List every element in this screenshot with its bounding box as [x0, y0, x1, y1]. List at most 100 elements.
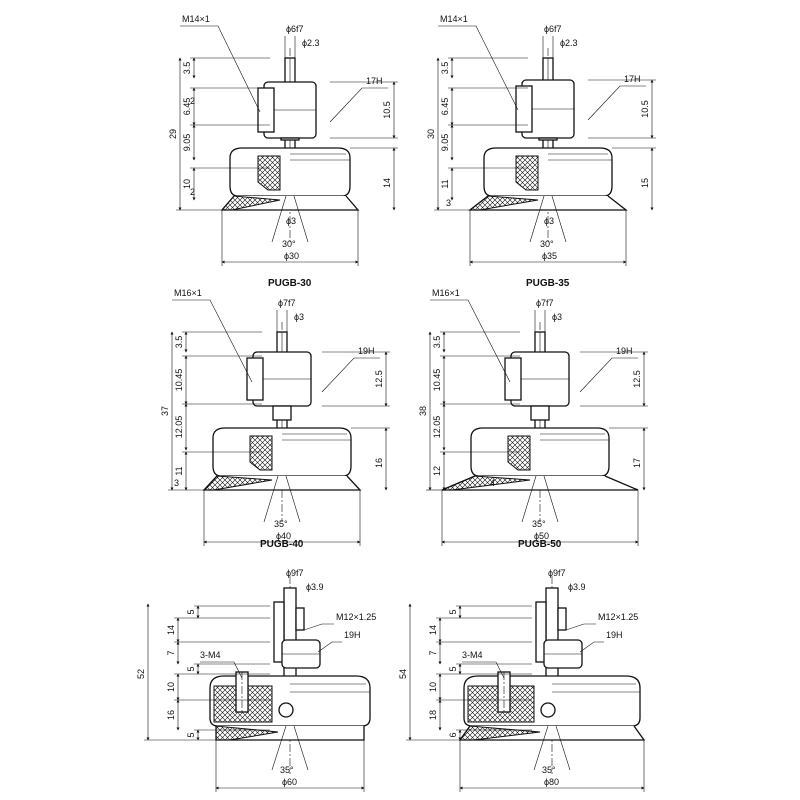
caption: PUGB-35 — [526, 278, 570, 289]
leader-line — [303, 623, 334, 631]
shaft-label: ϕ9f7 — [286, 568, 304, 578]
thread-label: M16×1 — [174, 288, 202, 298]
lip-section — [202, 475, 273, 491]
d1-label: 5 — [186, 609, 196, 614]
ball-joint — [278, 702, 294, 718]
step-b-label: 3 — [174, 478, 179, 488]
mounting-plate — [535, 601, 547, 663]
port-label: ϕ2.3 — [302, 38, 320, 48]
leader-line — [579, 357, 638, 393]
pad-diameter-label: ϕ80 — [544, 777, 559, 787]
caption: PUGB-40 — [260, 539, 304, 550]
d3-label: 7 — [166, 650, 176, 655]
d4-label: 5 — [186, 666, 196, 671]
ball-joint — [540, 702, 556, 718]
thread-label: M14×1 — [440, 14, 468, 24]
nut_h-label: 10.45 — [174, 369, 184, 392]
thread-stub — [295, 607, 305, 631]
nut_h-label: 6.45 — [182, 98, 192, 116]
angle-label: 35° — [542, 765, 556, 775]
bore-label: ϕ3 — [286, 216, 296, 226]
thread-fitting — [246, 357, 264, 401]
d6-label: 16 — [166, 710, 176, 720]
body-height-label: 17 — [632, 458, 642, 468]
hex-height-label: 12.5 — [632, 370, 642, 388]
rubber-section — [249, 435, 273, 471]
tap-label: 3-M4 — [200, 650, 221, 660]
d5-label: 10 — [428, 682, 438, 692]
pad-diameter-label: ϕ50 — [534, 531, 549, 541]
drawing-5: 35°ϕ9f7ϕ3.9M12×1.2519H3-M4ϕ6052514751016… — [136, 568, 376, 792]
angle-label: 30° — [282, 239, 296, 249]
top_offset-label: 3.5 — [440, 62, 450, 75]
caption: PUGB-30 — [268, 278, 312, 289]
angle-label: 35° — [274, 519, 288, 529]
mid_h-label: 12.05 — [432, 416, 442, 439]
d5-label: 10 — [166, 682, 176, 692]
drawing-6: 35°ϕ9f7ϕ3.9M12×1.2519H3-M4ϕ8054514751018… — [398, 568, 646, 792]
drawing-2: 30°ϕ6f7ϕ2.3M14×117Hϕ3ϕ3510.515303.56.459… — [426, 14, 656, 289]
body-height-label: 14 — [382, 178, 392, 188]
leader-line — [329, 87, 388, 123]
hex-label: 17H — [366, 76, 383, 86]
lower_h-label: 12 — [432, 466, 442, 476]
thread-fitting — [515, 85, 533, 133]
hex-label: 17H — [624, 74, 641, 84]
leader-line — [180, 25, 261, 113]
overall-height-label: 30 — [426, 129, 436, 139]
rubber-section — [515, 155, 539, 191]
thread-fitting — [257, 87, 275, 133]
step-b-label: 3 — [446, 198, 451, 208]
d7-label: 5 — [186, 732, 196, 737]
port-label: ϕ2.3 — [560, 38, 578, 48]
port-label: ϕ3 — [294, 312, 304, 322]
angle-label: 30° — [540, 239, 554, 249]
pad-diameter-label: ϕ35 — [542, 251, 557, 261]
port-label: ϕ3.9 — [306, 582, 324, 592]
thread-label: M16×1 — [432, 288, 460, 298]
body-height-label: 16 — [374, 458, 384, 468]
mounting-plate — [273, 601, 285, 663]
leader-line — [462, 661, 505, 679]
leader-line — [317, 641, 342, 653]
hex-label: 19H — [606, 630, 623, 640]
shaft-label: ϕ9f7 — [548, 568, 566, 578]
lip-section — [220, 195, 281, 211]
d6-label: 18 — [428, 710, 438, 720]
step-a-label: 2 — [190, 96, 195, 106]
hex-height-label: 10.5 — [382, 101, 392, 119]
neck — [272, 405, 292, 421]
hex-label: 19H — [344, 630, 361, 640]
drawing-3: 35°ϕ7f7ϕ3M16×119Hϕ4012.516373.510.4512.0… — [160, 288, 390, 550]
angle-label: 35° — [280, 765, 294, 775]
leader-line — [579, 641, 604, 653]
leader-line — [321, 357, 380, 393]
lip-section — [468, 195, 539, 211]
neck — [538, 137, 558, 141]
lip-section — [441, 475, 531, 491]
thread-label: M12×1.25 — [598, 612, 638, 622]
rubber-section — [257, 155, 281, 191]
drawing-1: 30°ϕ6f7ϕ2.3M14×117Hϕ3ϕ3010.514293.56.459… — [168, 14, 398, 289]
mid_h-label: 9.05 — [440, 134, 450, 152]
lower_h-label: 11 — [174, 466, 184, 475]
top_offset-label: 3.5 — [182, 62, 192, 75]
body-height-label: 15 — [640, 178, 650, 188]
leader-line — [172, 299, 253, 383]
lower_h-label: 10 — [182, 179, 192, 189]
overall-height-label: 29 — [168, 129, 178, 139]
pad-diameter-label: ϕ30 — [284, 251, 299, 261]
neck — [530, 405, 550, 421]
leader-line — [200, 661, 243, 679]
caption: PUGB-50 — [518, 539, 562, 550]
nut_h-label: 6.45 — [440, 98, 450, 116]
hex-height-label: 12.5 — [374, 370, 384, 388]
neck — [280, 137, 300, 141]
shaft-label: ϕ7f7 — [536, 298, 554, 308]
mid_h-label: 9.05 — [182, 134, 192, 152]
d1-label: 5 — [448, 609, 458, 614]
thread-fitting — [504, 357, 522, 401]
rubber-section — [507, 435, 531, 471]
top_offset-label: 3.5 — [174, 336, 184, 349]
